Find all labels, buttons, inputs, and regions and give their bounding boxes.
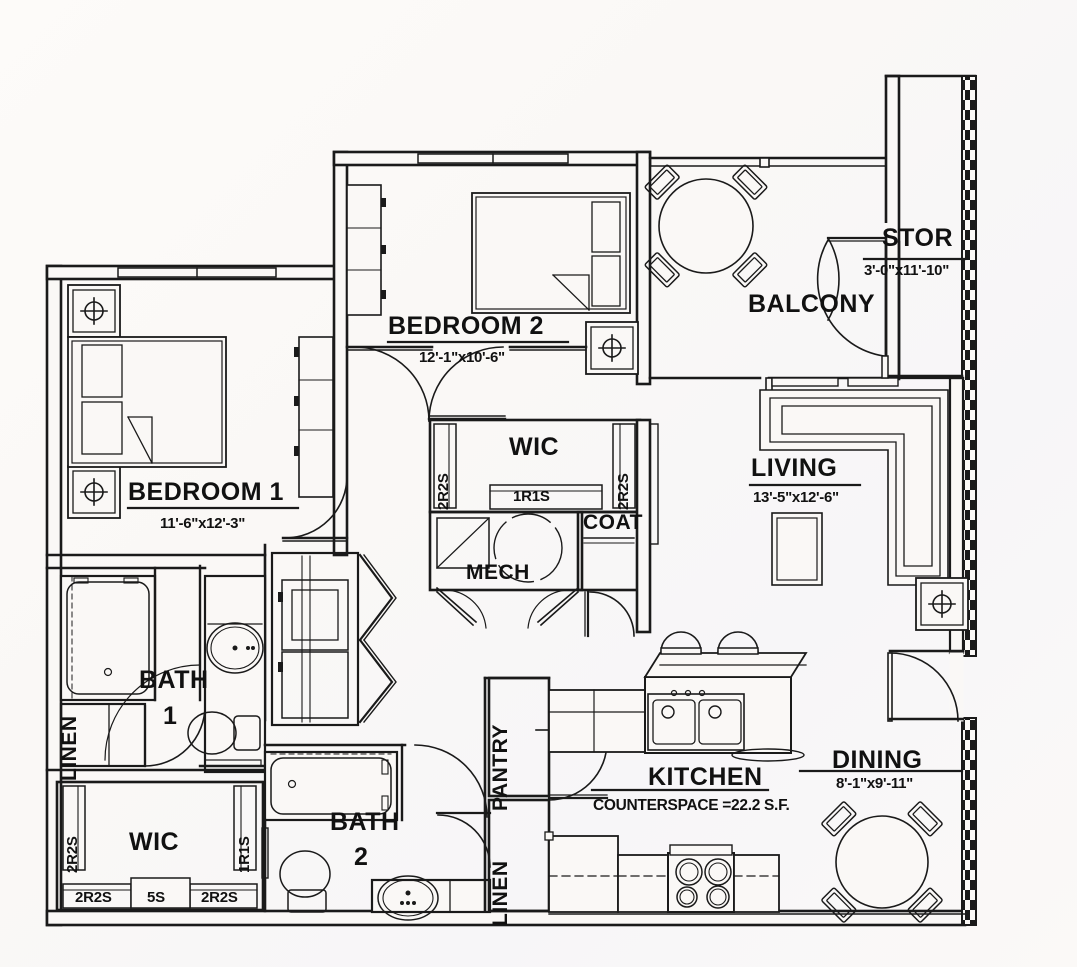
- shelf-tag-wic-upper-left: 2R2S: [435, 473, 452, 510]
- shelf-tag-wic-upper-right: 2R2S: [615, 473, 632, 510]
- room-dimension-bedroom2: 12'-1"x10'-6": [419, 349, 505, 366]
- room-dimension-dining: 8'-1"x9'-11": [836, 775, 913, 792]
- shelf-tag-wic-lower-bottom-mid: 5S: [147, 889, 165, 906]
- room-label-bath1: BATH: [139, 666, 209, 694]
- room-label-coat: COAT: [583, 511, 643, 534]
- room-label-wic-upper: WIC: [509, 433, 560, 461]
- room-label-linen-hall: LINEN: [489, 860, 512, 927]
- shelf-tag-wic-lower-left: 2R2S: [64, 836, 81, 873]
- room-label-dining: DINING: [832, 746, 923, 774]
- shelf-tag-wic-lower-right: 1R1S: [236, 836, 253, 873]
- room-dimension-bedroom1: 11'-6"x12'-3": [160, 515, 246, 532]
- room-label-pantry: PANTRY: [489, 724, 512, 811]
- shelf-tag-wic-lower-bottom-left: 2R2S: [75, 889, 112, 906]
- room-label-wic-lower: WIC: [129, 828, 180, 856]
- room-dimension-stor: 3'-0"x11'-10": [864, 262, 950, 279]
- room-label-bath2: BATH: [330, 808, 400, 836]
- room-label-linen-bath1: LINEN: [58, 715, 81, 782]
- room-label-bedroom2: BEDROOM 2: [388, 312, 544, 340]
- room-label-bedroom1: BEDROOM 1: [128, 478, 284, 506]
- shelf-tag-wic-upper-bottom: 1R1S: [513, 488, 550, 505]
- room-label-bath1-number: 1: [163, 702, 178, 730]
- room-label-mech: MECH: [466, 561, 530, 584]
- shelf-tag-wic-lower-bottom-right: 2R2S: [201, 889, 238, 906]
- room-label-kitchen: KITCHEN: [648, 763, 763, 791]
- room-dimension-living: 13'-5"x12'-6": [753, 489, 839, 506]
- room-label-stor: STOR: [882, 224, 953, 252]
- room-label-living: LIVING: [751, 454, 838, 482]
- room-label-bath2-number: 2: [354, 843, 369, 871]
- kitchen-counterspace-note: COUNTERSPACE =22.2 S.F.: [593, 797, 790, 814]
- room-label-balcony: BALCONY: [748, 290, 876, 318]
